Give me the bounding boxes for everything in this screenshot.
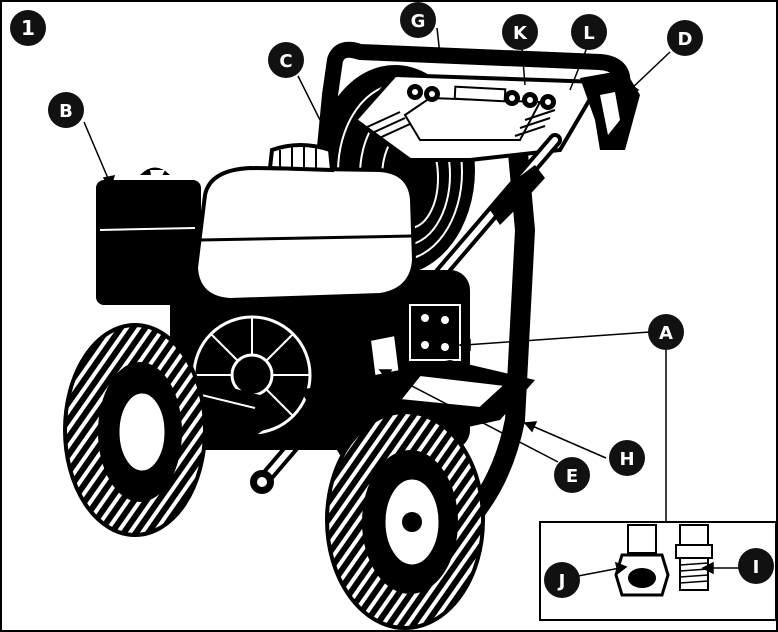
callout-g: G bbox=[400, 2, 436, 38]
svg-text:D: D bbox=[678, 29, 693, 50]
svg-text:J: J bbox=[557, 571, 566, 592]
svg-text:H: H bbox=[619, 449, 634, 470]
callout-b: B bbox=[48, 92, 84, 128]
control-panel bbox=[355, 75, 600, 160]
callout-e: E bbox=[554, 457, 590, 493]
svg-text:I: I bbox=[753, 557, 760, 578]
svg-text:B: B bbox=[59, 101, 73, 122]
air-filter-housing bbox=[96, 180, 201, 305]
svg-text:E: E bbox=[566, 466, 578, 487]
svg-text:L: L bbox=[583, 23, 594, 44]
callout-i: I bbox=[738, 548, 774, 584]
figure-number-badge: 1 bbox=[10, 10, 46, 46]
callout-c: C bbox=[268, 42, 304, 78]
spray-gun bbox=[580, 70, 640, 150]
callout-a: A bbox=[648, 314, 684, 350]
svg-text:A: A bbox=[659, 323, 673, 344]
callout-l: L bbox=[571, 14, 607, 50]
svg-text:G: G bbox=[411, 11, 426, 32]
male-fitting bbox=[676, 525, 712, 590]
svg-text:C: C bbox=[279, 51, 292, 72]
callout-j: J bbox=[544, 562, 580, 598]
fuel-tank bbox=[196, 145, 414, 300]
right-wheel bbox=[327, 412, 483, 628]
callout-d: D bbox=[667, 20, 703, 56]
svg-text:1: 1 bbox=[21, 16, 35, 40]
left-wheel bbox=[65, 325, 205, 535]
callout-k: K bbox=[502, 14, 538, 50]
callout-h: H bbox=[609, 440, 645, 476]
svg-text:K: K bbox=[513, 23, 528, 44]
